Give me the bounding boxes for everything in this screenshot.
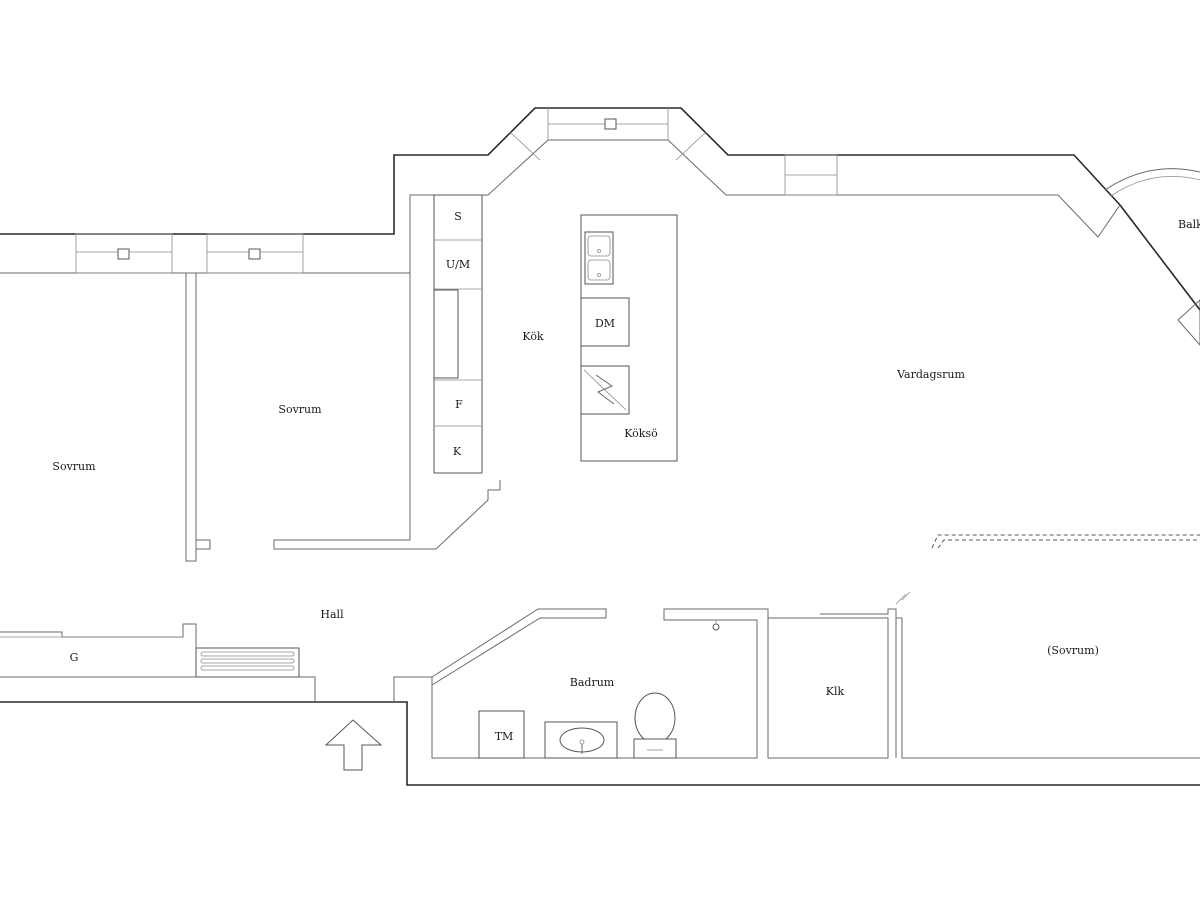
- label-vardagsrum: Vardagsrum: [896, 368, 965, 381]
- kitchen-counter: [433, 194, 483, 474]
- balcony-outline: [1104, 168, 1200, 191]
- label-kok: Kök: [522, 330, 544, 343]
- shower-head-icon: [712, 623, 720, 631]
- dashed-partition: [931, 534, 1200, 549]
- outer-wall-top: [0, 107, 1121, 235]
- label-klk: Klk: [826, 685, 845, 698]
- label-sovrum-middle: Sovrum: [278, 403, 322, 416]
- toilet: [634, 692, 676, 744]
- label-sovrum-right: (Sovrum): [1047, 644, 1099, 657]
- label-kyl: K: [453, 445, 462, 458]
- bathroom-fixtures: [478, 620, 720, 759]
- label-ugn-mikro: U/M: [446, 258, 470, 271]
- washing-machine: [478, 710, 525, 759]
- dishwasher: [580, 297, 630, 347]
- entrance-arrow-icon: [324, 719, 383, 771]
- radiator-bay: [604, 118, 617, 130]
- interior-walls: [0, 273, 1200, 759]
- label-diskmaskin: DM: [595, 317, 615, 330]
- oven-unit: [433, 289, 459, 379]
- radiator-left-2: [248, 248, 261, 260]
- window-left-1: [75, 233, 173, 274]
- label-spis: S: [454, 210, 462, 223]
- label-balkong: Balkong: [1178, 218, 1200, 231]
- label-sovrum-left: Sovrum: [52, 460, 96, 473]
- label-frys: F: [455, 398, 463, 411]
- label-hall: Hall: [320, 608, 344, 621]
- window-left-2: [206, 233, 304, 274]
- hall-elements: [195, 647, 383, 771]
- label-tvattmaskin: TM: [495, 730, 514, 743]
- label-garderob: G: [70, 651, 79, 664]
- outer-wall-bottom: [0, 701, 1200, 786]
- sink-icon: [584, 231, 614, 285]
- radiator-hall: [195, 647, 300, 678]
- room-labels: Sovrum Sovrum Kök Köksö Vardagsrum Balko…: [52, 210, 1200, 743]
- kitchen-island: [580, 214, 678, 462]
- label-koksoe: Köksö: [624, 427, 658, 440]
- inner-wall-kitchen-top: [409, 139, 1121, 273]
- radiator-left-1: [117, 248, 130, 260]
- label-badrum: Badrum: [570, 676, 615, 689]
